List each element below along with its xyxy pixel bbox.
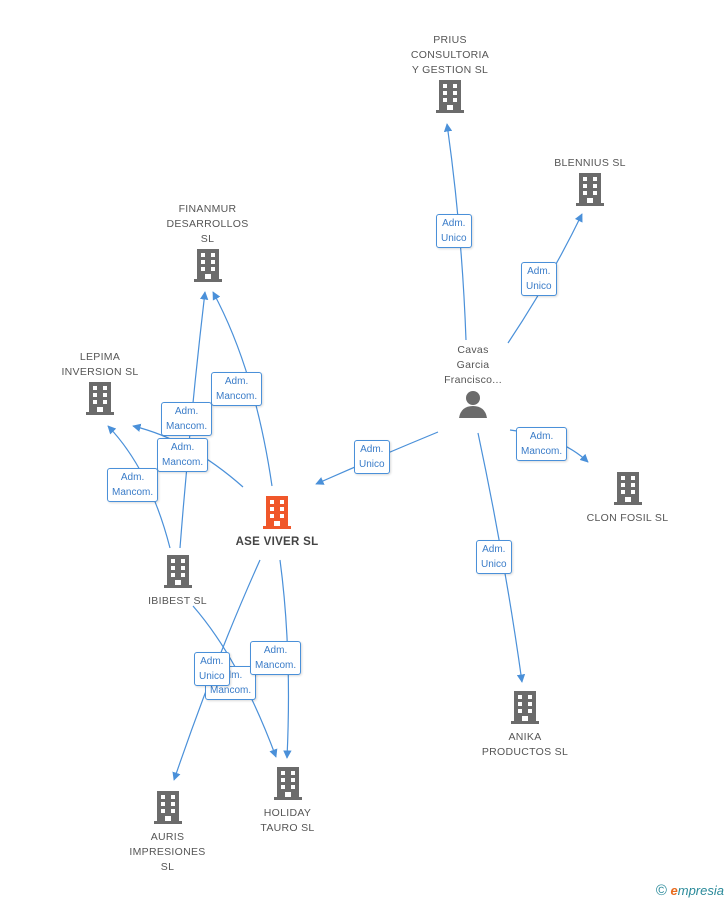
- node-holiday[interactable]: HOLIDAY TAURO SL: [240, 765, 335, 836]
- node-label: HOLIDAY TAURO SL: [260, 807, 315, 834]
- node-label: Cavas Garcia Francisco...: [444, 344, 502, 386]
- node-label: FINANMUR DESARROLLOS SL: [166, 203, 249, 245]
- edge-label-cavas-clon[interactable]: Adm. Mancom.: [516, 427, 568, 461]
- node-label: AURIS IMPRESIONES SL: [129, 831, 206, 873]
- node-anika[interactable]: ANIKA PRODUCTOS SL: [470, 689, 580, 760]
- person-icon: [459, 391, 487, 418]
- node-label: LEPIMA INVERSION SL: [61, 351, 139, 378]
- node-cavas[interactable]: Cavas Garcia Francisco...: [423, 343, 523, 425]
- building-icon: [163, 555, 192, 588]
- building-icon: [613, 472, 642, 505]
- building-icon: [436, 80, 464, 113]
- node-blennius[interactable]: BLENNIUS SL: [535, 156, 645, 212]
- node-label: PRIUS CONSULTORIA Y GESTION SL: [410, 34, 490, 76]
- brand-initial: e: [670, 883, 678, 898]
- edge-label-asev-auris[interactable]: Adm. Unico: [194, 652, 230, 686]
- node-label: ASE VIVER SL: [235, 536, 319, 548]
- edge-label-cavas-anika[interactable]: Adm. Unico: [476, 540, 512, 574]
- edge-label-ibibest-lepima[interactable]: Adm. Mancom.: [107, 468, 159, 502]
- building-icon: [86, 382, 114, 415]
- building-icon: [273, 767, 302, 800]
- node-ibibest[interactable]: IBIBEST SL: [130, 553, 225, 609]
- node-label: CLON FOSIL SL: [586, 512, 669, 524]
- edge-label-asev-holiday[interactable]: Adm. Mancom.: [250, 641, 302, 675]
- node-clon[interactable]: CLON FOSIL SL: [575, 470, 680, 526]
- edge-label-ibibest-finanmur[interactable]: Adm. Mancom.: [161, 402, 213, 436]
- node-lepima[interactable]: LEPIMA INVERSION SL: [45, 350, 155, 421]
- node-finanmur[interactable]: FINANMUR DESARROLLOS SL: [145, 202, 270, 288]
- node-prius[interactable]: PRIUS CONSULTORIA Y GESTION SL: [385, 33, 515, 119]
- edge-label-cavas-prius[interactable]: Adm. Unico: [436, 214, 472, 248]
- node-label: IBIBEST SL: [148, 595, 207, 607]
- node-auris[interactable]: AURIS IMPRESIONES SL: [115, 789, 220, 875]
- edge-label-cavas-blennius[interactable]: Adm. Unico: [521, 262, 557, 296]
- edge-label-asev-lepima[interactable]: Adm. Mancom.: [157, 438, 209, 472]
- edge-label-cavas-asev[interactable]: Adm. Unico: [354, 440, 390, 474]
- copyright-symbol: ©: [655, 882, 667, 899]
- building-icon: [193, 249, 222, 282]
- brand-name: mpresia: [677, 883, 724, 898]
- node-label: BLENNIUS SL: [554, 157, 626, 169]
- empresia-logo[interactable]: © empresia: [656, 882, 724, 899]
- building-icon: [153, 791, 182, 824]
- edge-label-asev-finanmur[interactable]: Adm. Mancom.: [211, 372, 263, 406]
- building-icon: [576, 173, 604, 206]
- node-asev[interactable]: ASE VIVER SL: [222, 494, 332, 550]
- node-label: ANIKA PRODUCTOS SL: [481, 731, 569, 758]
- building-icon-main: [263, 496, 291, 529]
- building-icon: [511, 691, 539, 724]
